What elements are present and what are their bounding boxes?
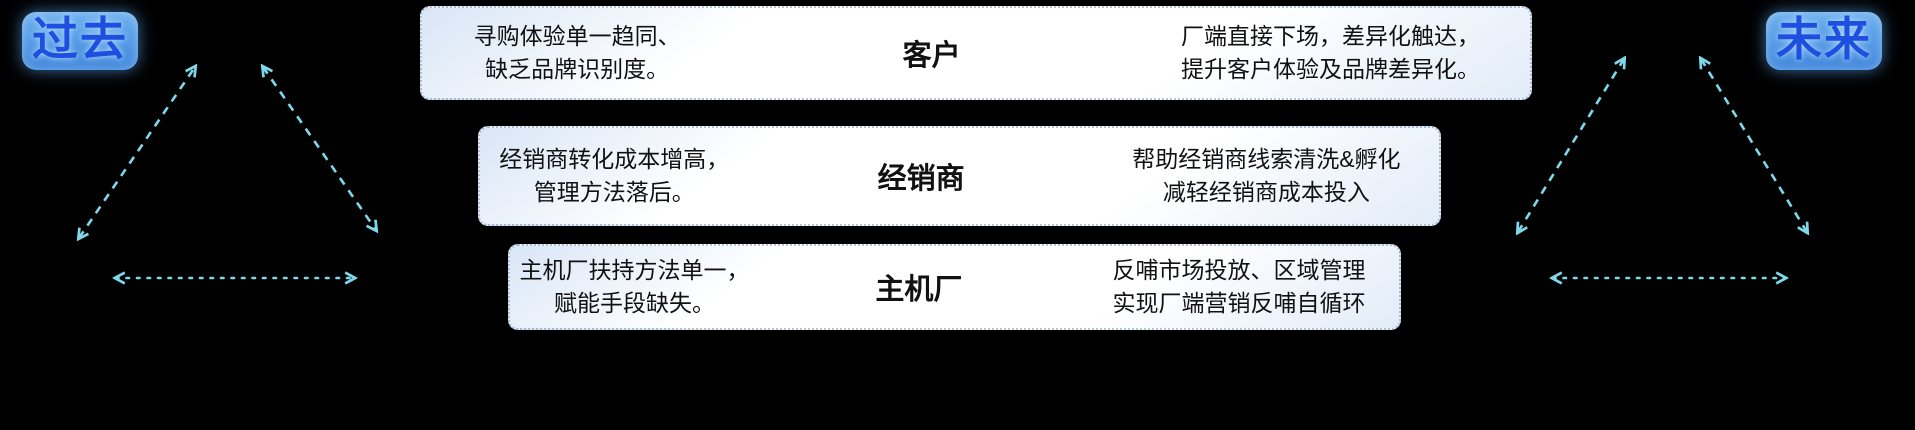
dealer-future-line-2: 减轻经销商成本投入: [1162, 179, 1370, 205]
dealer-past-line-1: 经销商转化成本增高，: [499, 145, 730, 172]
row-dealer: 经销商转化成本增高， 管理方法落后。 经销商 帮助经销商线索清洗&孵化 减轻经销…: [478, 126, 1441, 226]
dealer-future-text: 帮助经销商线索清洗&孵化 减轻经销商成本投入: [1094, 143, 1439, 210]
oem-future-text: 反哺市场投放、区域管理 实现厂端营销反哺自循环: [1079, 254, 1399, 321]
dealer-past-text: 经销商转化成本增高， 管理方法落后。: [480, 143, 749, 210]
customer-past-text: 寻购体验单一趋同、 缺乏品牌识别度。: [422, 20, 732, 87]
customer-past-line-2: 缺乏品牌识别度。: [485, 56, 670, 82]
oem-future-line-1: 反哺市场投放、区域管理: [1112, 256, 1366, 283]
row-customer: 寻购体验单一趋同、 缺乏品牌识别度。 客户 厂端直接下场，差异化触达， 提升客户…: [420, 6, 1532, 100]
customer-past-line-1: 寻购体验单一趋同、: [473, 22, 681, 49]
future-label: 未来: [1766, 12, 1882, 70]
oem-past-text: 主机厂扶持方法单一， 赋能手段缺失。: [510, 254, 759, 321]
dealer-past-line-2: 管理方法落后。: [533, 179, 695, 205]
oem-past-line-1: 主机厂扶持方法单一，: [519, 256, 750, 283]
past-label: 过去: [22, 12, 138, 70]
future-right-slant-arrow-icon: [1701, 59, 1807, 232]
oem-title: 主机厂: [875, 274, 963, 306]
oem-past-line-2: 赋能手段缺失。: [553, 290, 715, 316]
dealer-title: 经销商: [877, 163, 965, 195]
row-oem: 主机厂扶持方法单一， 赋能手段缺失。 主机厂 反哺市场投放、区域管理 实现厂端营…: [508, 244, 1401, 330]
future-left-slant-arrow-icon: [1518, 59, 1624, 232]
past-left-slant-arrow-icon: [79, 67, 195, 238]
customer-future-text: 厂端直接下场，差异化触达， 提升客户体验及品牌差异化。: [1131, 20, 1530, 87]
past-right-slant-arrow-icon: [263, 67, 376, 230]
customer-title: 客户: [902, 40, 961, 72]
oem-future-line-2: 实现厂端营销反哺自循环: [1112, 290, 1366, 316]
customer-future-line-2: 提升客户体验及品牌差异化。: [1181, 56, 1481, 82]
dealer-future-line-1: 帮助经销商线索清洗&孵化: [1132, 145, 1401, 172]
customer-future-line-1: 厂端直接下场，差异化触达，: [1181, 22, 1481, 49]
